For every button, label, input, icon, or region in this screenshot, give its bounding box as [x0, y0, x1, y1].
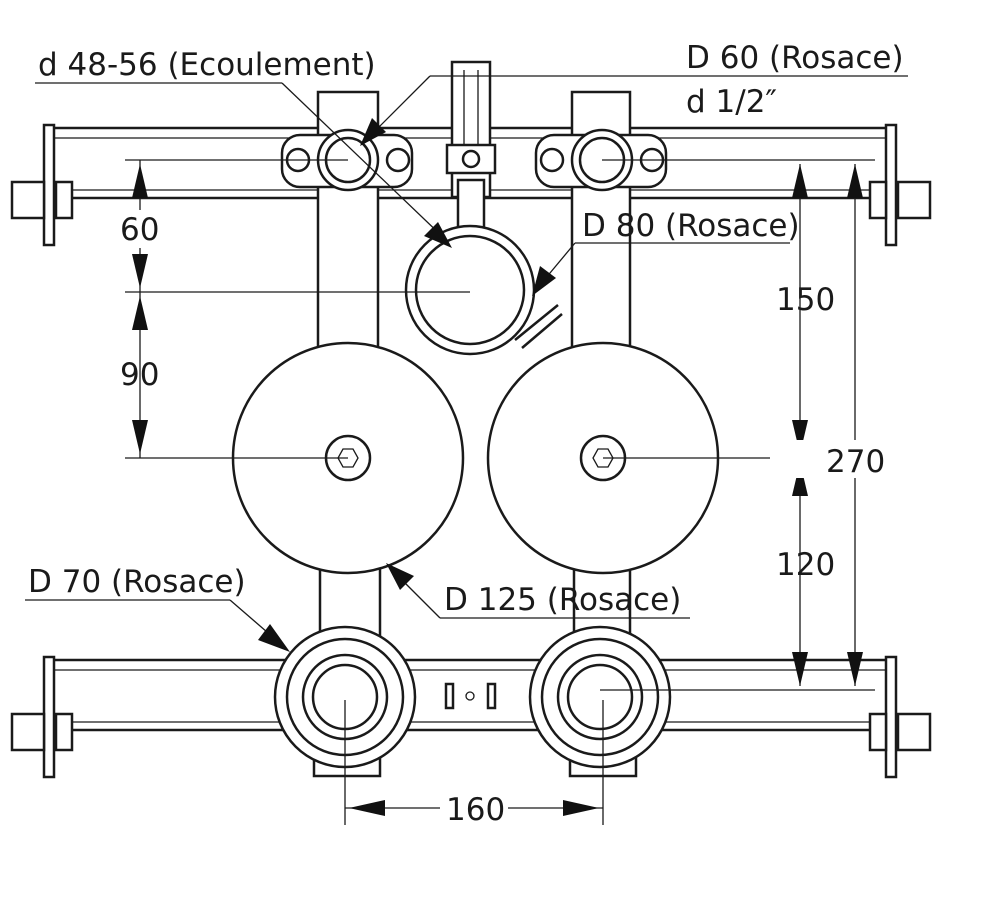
dim-160: 160 — [446, 792, 505, 828]
bottom-rail — [10, 655, 932, 779]
rosace-d125-label: D 125 (Rosace) — [444, 582, 681, 618]
thread-label: d 1/2″ — [686, 84, 777, 120]
dim-150: 150 — [776, 282, 835, 318]
rosace-d60-label: D 60 (Rosace) — [686, 40, 904, 76]
rosace-d70-label: D 70 (Rosace) — [28, 564, 246, 600]
leaders — [25, 75, 908, 652]
dimension-lines — [125, 159, 875, 825]
rosace-d80-label: D 80 (Rosace) — [582, 208, 800, 244]
bottom-right-fitting — [528, 625, 672, 769]
dim-120: 120 — [776, 547, 835, 583]
dim-270: 270 — [826, 444, 885, 480]
outlet-label: d 48-56 (Ecoulement) — [38, 47, 376, 83]
dim-90: 90 — [120, 357, 159, 393]
dim-60: 60 — [120, 212, 159, 248]
outlet-clamp — [404, 60, 563, 356]
